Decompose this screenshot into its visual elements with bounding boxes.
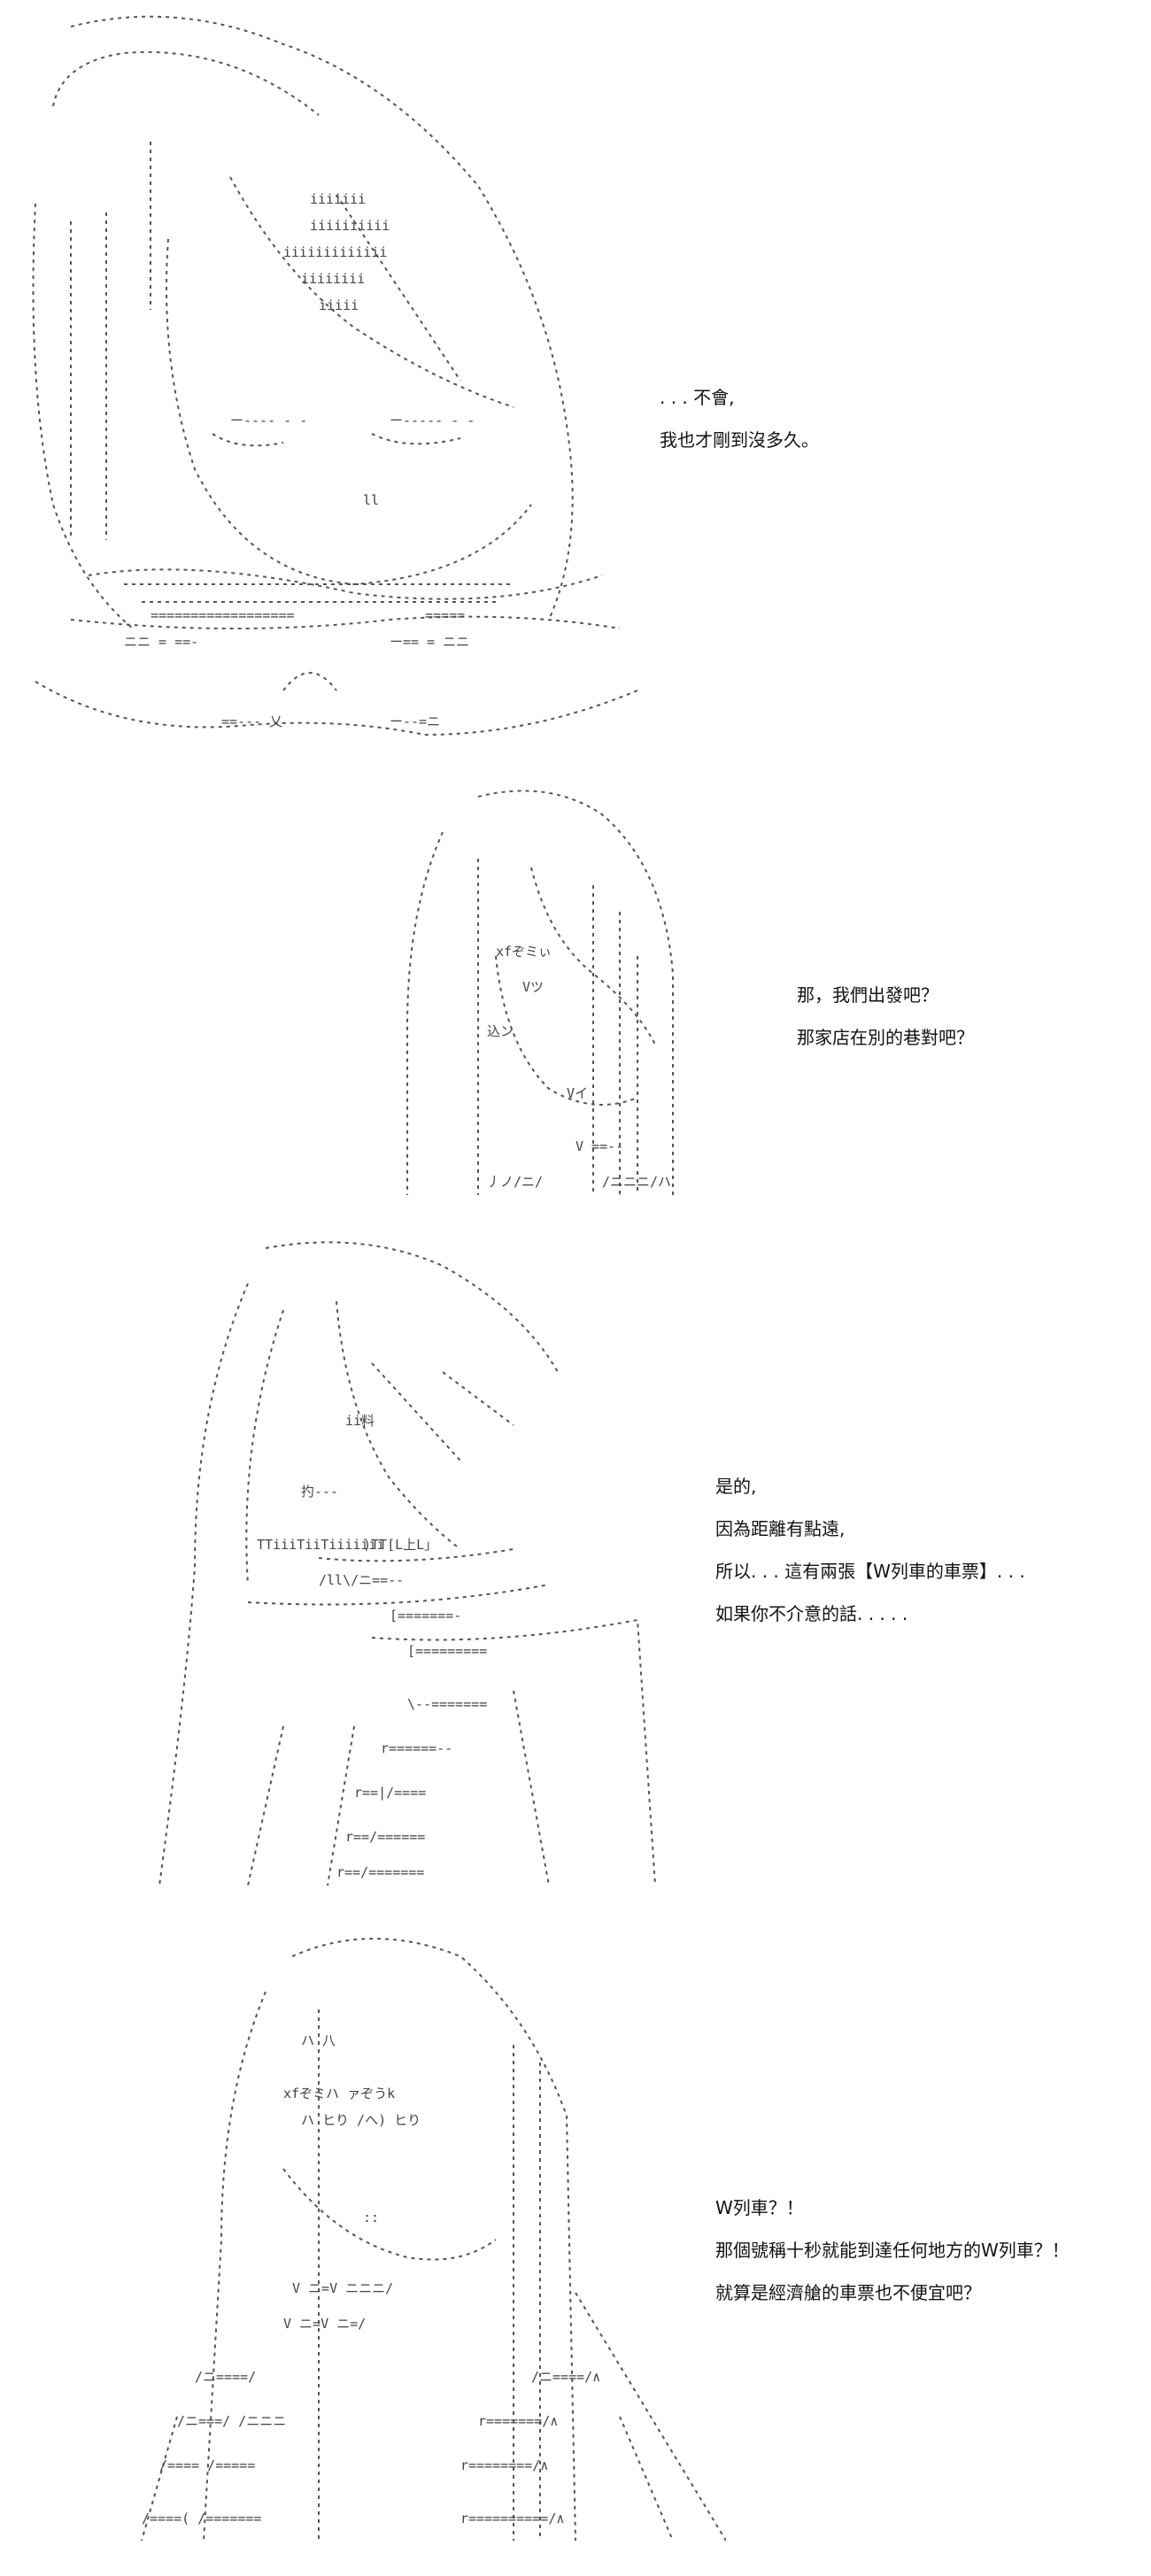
- svg-text:込ン: 込ン: [487, 1023, 514, 1039]
- svg-text:Vツ: Vツ: [522, 979, 544, 995]
- svg-text:ー----- - -: ー----- - -: [390, 413, 475, 428]
- svg-text:xfぞミハ ァぞうk: xfぞミハ ァぞうk: [283, 2086, 395, 2102]
- svg-text:V ニ=V ニ=/: V ニ=V ニ=/: [283, 2316, 366, 2332]
- svg-text:\--=======: \--=======: [407, 1696, 487, 1712]
- dialogue-line: 我也才剛到沒多久。: [660, 429, 819, 451]
- svg-text:iiiiiiiiii: iiiiiiiiii: [310, 218, 390, 234]
- svg-text:/ニニニ/ハ: /ニニニ/ハ: [602, 1174, 671, 1190]
- dialogue-line: W列車？！: [715, 2197, 804, 2218]
- svg-text:iiiii: iiiii: [319, 297, 359, 313]
- svg-text:ハ 八: ハ 八: [301, 2032, 336, 2048]
- surprised-girl-art: ハ 八 xfぞミハ ァぞうk ハ ヒり /へ) ヒり :: V ニ=V ニニニ/…: [0, 1921, 726, 2558]
- svg-text:ニニ = ==-: ニニ = ==-: [124, 634, 198, 650]
- svg-text:/==== /=====: /==== /=====: [159, 2457, 255, 2473]
- dialogue-line: . . . 不會,: [660, 387, 735, 408]
- svg-text:ハ ヒり /へ) ヒり: ハ ヒり /へ) ヒり: [301, 2112, 421, 2128]
- svg-text:/ニ===/ /ニニニ: /ニ===/ /ニニニ: [177, 2413, 286, 2429]
- svg-text:/ニ====/: /ニ====/: [195, 2369, 256, 2385]
- svg-text:ー== = ニニ: ー== = ニニ: [390, 634, 469, 650]
- svg-text:r=======/∧: r=======/∧: [478, 2413, 558, 2429]
- svg-text:V ==--: V ==--: [576, 1138, 623, 1154]
- svg-text:[=======-: [=======-: [390, 1608, 461, 1623]
- svg-text:ii料: ii料: [345, 1413, 375, 1429]
- ticket-girl-drawing: ii料 扚--- TTiiiTiiTiiiiiii )TT[L上L」 /ll\/…: [158, 1241, 656, 1886]
- svg-text:丿ノ/ニ/: 丿ノ/ニ/: [487, 1174, 543, 1190]
- dialogue-line: 那個號稱十秒就能到達任何地方的W列車？！: [715, 2240, 1070, 2261]
- svg-text:r==/=======: r==/=======: [336, 1864, 424, 1880]
- svg-text:iiiiiiiiiiiii: iiiiiiiiiiiii: [283, 244, 387, 260]
- svg-text:==================: ==================: [151, 607, 295, 623]
- dialogue-3: 是的, 因為距離有點遠, 所以. . . 這有兩張【W列車的車票】. . . 如…: [715, 1465, 1025, 1635]
- svg-text:r======--: r======--: [381, 1740, 452, 1756]
- svg-text:Vイ: Vイ: [567, 1085, 588, 1101]
- long-hair-girl-art: xfぞミぃ Vツ 込ン Vイ V ==-- 丿ノ/ニ/ /ニニニ/ハ: [372, 779, 691, 1204]
- svg-text:r==|/====: r==|/====: [354, 1785, 426, 1801]
- dialogue-4: W列車？！ 那個號稱十秒就能到達任何地方的W列車？！ 就算是經濟艙的車票也不便宜…: [715, 2187, 1070, 2314]
- sleeping-girl-drawing: iiiiiii iiiiiiiiii iiiiiiiiiiiii iiiiiii…: [32, 15, 638, 737]
- svg-text:ー--=ニ: ー--=ニ: [390, 713, 440, 729]
- dialogue-1: . . . 不會, 我也才剛到沒多久。: [660, 376, 819, 461]
- dialogue-line: 那，我們出發吧？: [797, 984, 939, 1006]
- svg-text:=====: =====: [425, 607, 465, 623]
- panel-2: xfぞミぃ Vツ 込ン Vイ V ==-- 丿ノ/ニ/ /ニニニ/ハ 那，我們出…: [0, 770, 1151, 1213]
- dialogue-line: 就算是經濟艙的車票也不便宜吧？: [715, 2282, 981, 2303]
- panel-1: iiiiiii iiiiiiiiii iiiiiiiiiiiii iiiiiii…: [0, 0, 1151, 761]
- svg-text:/====( /=======: /====( /=======: [142, 2510, 261, 2526]
- ticket-girl-art: ii料 扚--- TTiiiTiiTiiiiiii )TT[L上L」 /ll\/…: [142, 1230, 691, 1894]
- svg-text:V ニ=V ニニニ/: V ニ=V ニニニ/: [292, 2280, 393, 2296]
- svg-text:r==========/∧: r==========/∧: [460, 2510, 564, 2526]
- long-hair-girl-drawing: xfぞミぃ Vツ 込ン Vイ V ==-- 丿ノ/ニ/ /ニニニ/ハ: [406, 790, 674, 1195]
- svg-text:ll: ll: [363, 492, 379, 508]
- panel-3: ii料 扚--- TTiiiTiiTiiiiiii )TT[L上L」 /ll\/…: [0, 1222, 1151, 1903]
- svg-text:扚---: 扚---: [301, 1484, 338, 1500]
- svg-text:r==/======: r==/======: [345, 1829, 425, 1845]
- svg-text:==--- 乂: ==--- 乂: [221, 713, 282, 729]
- svg-text:/ll\/ニ==--: /ll\/ニ==--: [319, 1572, 404, 1588]
- dialogue-line: 那家店在別的巷對吧？: [797, 1027, 974, 1048]
- svg-text:/ニ====/∧: /ニ====/∧: [531, 2369, 600, 2385]
- svg-text:TTiiiTiiTiiiiiii: TTiiiTiiTiiiiiii: [257, 1537, 385, 1553]
- dialogue-line: 因為距離有點遠,: [715, 1518, 846, 1539]
- svg-text:ー---- - -: ー---- - -: [230, 413, 307, 428]
- surprised-girl-drawing: ハ 八 xfぞミハ ァぞうk ハ ヒり /へ) ヒり :: V ニ=V ニニニ/…: [141, 1938, 726, 2541]
- svg-text:)TT[L上L」: )TT[L上L」: [363, 1537, 437, 1553]
- dialogue-line: 所以. . . 這有兩張【W列車的車票】. . .: [715, 1561, 1025, 1582]
- panel-4: ハ 八 xfぞミハ ァぞうk ハ ヒり /へ) ヒり :: V ニ=V ニニニ/…: [0, 1912, 1151, 2567]
- svg-text:iiiiiii: iiiiiii: [310, 191, 366, 207]
- dialogue-line: 是的,: [715, 1476, 757, 1497]
- svg-text:[=========: [=========: [407, 1643, 487, 1659]
- dialogue-line: 如果你不介意的話. . . . .: [715, 1603, 908, 1624]
- dialogue-2: 那，我們出發吧？ 那家店在別的巷對吧？: [797, 974, 974, 1059]
- sleeping-girl-art: iiiiiii iiiiiiiiii iiiiiiiiiiiii iiiiiii…: [18, 9, 655, 752]
- svg-text:::: ::: [363, 2210, 379, 2225]
- svg-text:xfぞミぃ: xfぞミぃ: [496, 944, 552, 960]
- svg-text:iiiiiiii: iiiiiiii: [301, 271, 365, 287]
- svg-text:r========/∧: r========/∧: [460, 2457, 548, 2473]
